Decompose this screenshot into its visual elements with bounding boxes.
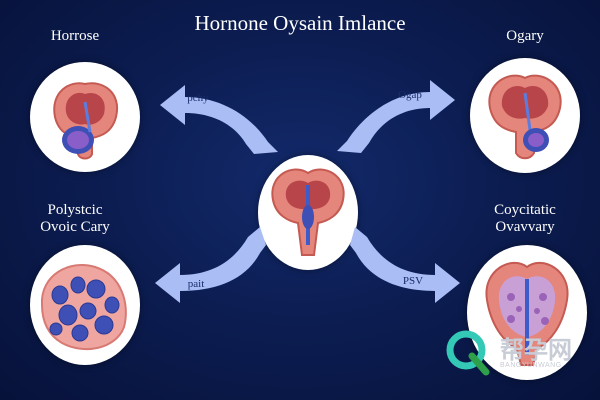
watermark-subtext: BANGYUNWANG <box>500 362 562 369</box>
label-mid-left-line2: Ovoic Cary <box>40 218 110 235</box>
label-mid-right-line1: Coycitatic <box>494 202 556 218</box>
label-mid-right: Coycitatic Ovavvary <box>455 202 595 235</box>
arrow-bottom-left <box>150 225 270 305</box>
arrow-top-right <box>335 75 465 160</box>
arrow-label-top-left: pchy <box>187 92 209 104</box>
arrow-label-top-right: Ogap <box>398 89 422 101</box>
watermark-text: 帮孕网 <box>500 336 572 364</box>
diagram-title: Hornone Oysain Imlance <box>194 11 406 35</box>
arrow-label-bottom-left: pait <box>187 278 205 290</box>
ovary-illustration-top-right <box>470 58 580 173</box>
label-top-right: Ogary <box>506 28 544 44</box>
label-mid-left-line1: Polystcic <box>47 202 103 218</box>
label-mid-left: Polystcic Ovoic Cary <box>10 202 140 235</box>
q-logo-icon <box>446 330 490 376</box>
ovary-illustration-top-left <box>30 62 140 172</box>
label-top-left: Horrose <box>50 28 100 44</box>
arrow-label-bottom-right: PSV <box>402 275 424 287</box>
watermark-logo: 帮孕网 BANGYUNWANG <box>442 328 592 376</box>
cystic-ovary-illustration <box>467 245 587 380</box>
arrow-top-left <box>150 80 280 160</box>
cyst-cluster-illustration <box>30 245 140 365</box>
label-mid-right-line2: Ovavvary <box>495 218 555 235</box>
uterus-illustration-center <box>258 155 358 270</box>
arrow-bottom-right <box>350 225 465 305</box>
